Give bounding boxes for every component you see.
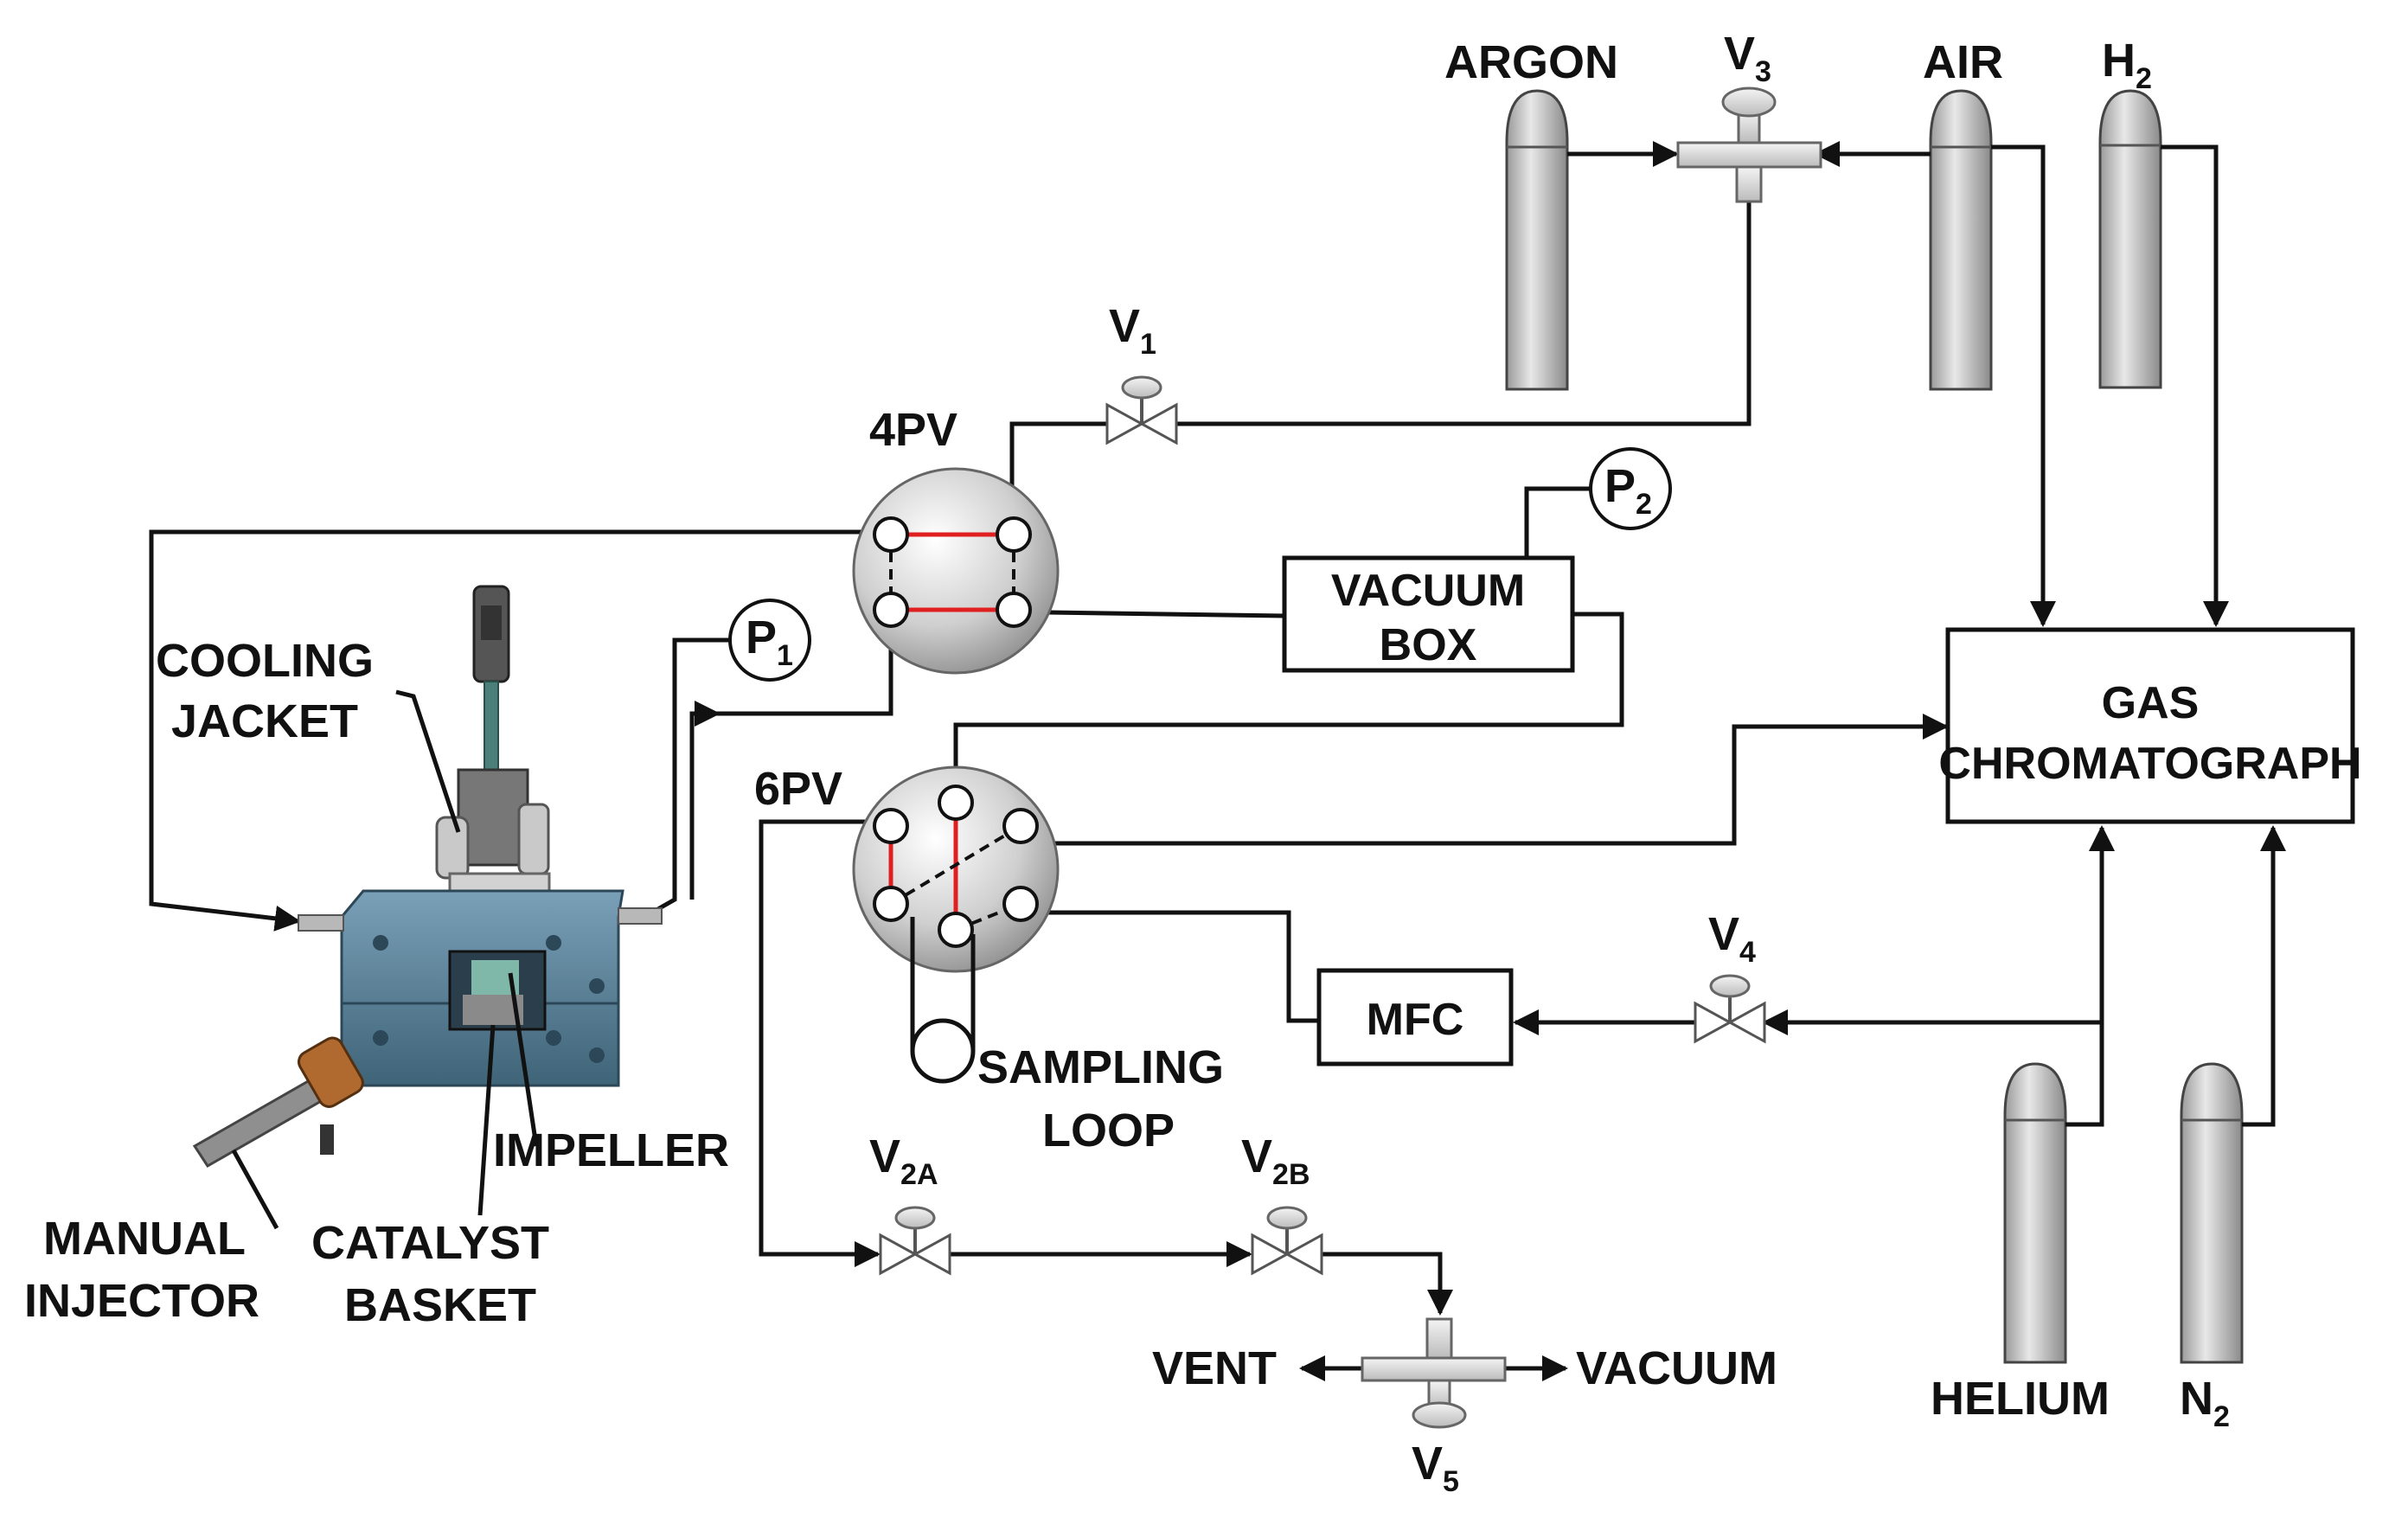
h2-label: H2 [2102, 35, 2152, 95]
4pv-label: 4PV [869, 404, 957, 456]
catalyst-basket-label-1: CATALYST [311, 1217, 549, 1269]
catalyst-basket-label-2: BASKET [344, 1279, 536, 1331]
manual-injector-label-1: MANUAL [43, 1213, 246, 1265]
v3-tee-valve[interactable] [1676, 86, 1822, 203]
h2-cylinder [2098, 89, 2162, 389]
vacuum-box-label-2: BOX [1380, 620, 1477, 670]
helium-cylinder [2003, 1062, 2067, 1364]
impeller-label: IMPELLER [493, 1124, 729, 1176]
v2a-valve[interactable] [879, 1206, 951, 1276]
6pv-label: 6PV [754, 763, 842, 815]
vacuum-label: VACUUM [1576, 1342, 1777, 1394]
vacuum-box [1282, 555, 1575, 673]
cooling-jacket-label-2: JACKET [171, 695, 358, 747]
6pv-port-valve[interactable] [852, 765, 1060, 973]
sampling-loop-label-2: LOOP [1042, 1105, 1175, 1156]
v2b-label: V2B [1241, 1130, 1310, 1191]
p2-label: P2 [1604, 460, 1652, 521]
v2a-label: V2A [869, 1130, 938, 1191]
p1-gauge [728, 599, 811, 682]
mfc-box [1316, 968, 1514, 1066]
gc-label-2: CHROMATOGRAPH [1938, 739, 2361, 789]
air-cylinder [1929, 89, 1993, 391]
leader-lines [231, 689, 539, 1230]
helium-label: HELIUM [1931, 1373, 2110, 1425]
v1-label: V1 [1109, 300, 1156, 361]
air-label: AIR [1923, 36, 2003, 88]
argon-label: ARGON [1444, 36, 1618, 88]
sampling-loop-label-1: SAMPLING [977, 1041, 1224, 1093]
vacuum-box-label-1: VACUUM [1331, 566, 1525, 616]
pipework [149, 141, 2286, 1381]
gc-label-1: GAS [2102, 678, 2200, 728]
v5-label: V5 [1412, 1438, 1459, 1498]
cooling-jacket-label-1: COOLING [156, 635, 374, 687]
p1-label: P1 [746, 612, 793, 672]
v5-tee-valve[interactable] [1361, 1317, 1507, 1429]
mfc-label: MFC [1367, 995, 1464, 1045]
gas-chromatograph [1945, 627, 2355, 824]
v4-valve[interactable] [1694, 974, 1766, 1044]
4pv-port-valve[interactable] [852, 467, 1060, 675]
reactor-assembly [192, 585, 663, 1169]
argon-cylinder [1505, 89, 1569, 391]
v4-label: V4 [1708, 908, 1756, 969]
vent-label: VENT [1152, 1342, 1277, 1394]
manual-injector-label-2: INJECTOR [24, 1275, 259, 1327]
p2-gauge [1589, 447, 1672, 530]
n2-label: N2 [2180, 1373, 2230, 1433]
v2b-valve[interactable] [1251, 1206, 1323, 1276]
v1-valve[interactable] [1105, 375, 1178, 445]
sampling-loop [910, 917, 976, 1084]
v3-label: V3 [1724, 28, 1771, 88]
n2-cylinder [2180, 1062, 2244, 1364]
